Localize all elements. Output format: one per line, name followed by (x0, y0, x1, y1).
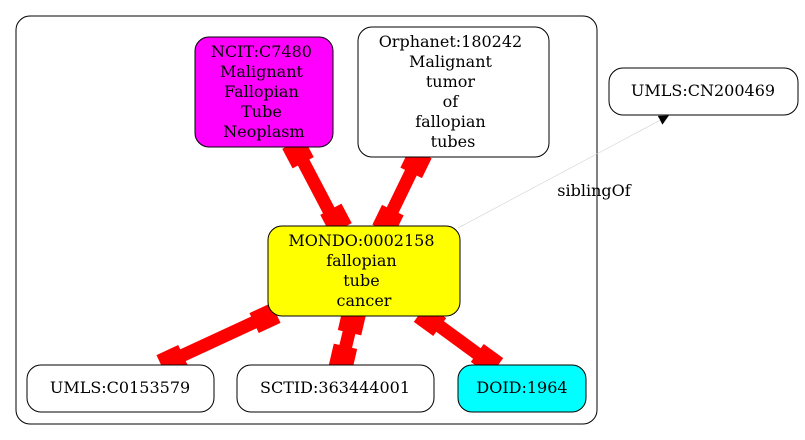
edge-label-sibling-of: siblingOf (557, 181, 631, 200)
node-orphanet-line: Malignant (409, 52, 493, 71)
node-orphanet-line: fallopian (415, 112, 486, 131)
node-ncit-line: NCIT:C7480 (211, 42, 312, 61)
node-ncit-line: Neoplasm (223, 122, 304, 141)
node-orphanet-line: tubes (431, 132, 476, 151)
node-umls-cn200469-label: UMLS:CN200469 (631, 81, 775, 100)
node-mondo-line: cancer (337, 291, 392, 310)
cap-sctid-bottom (328, 343, 358, 371)
edge-sibling-of (457, 115, 669, 229)
node-umls-c0153579-label: UMLS:C0153579 (50, 378, 190, 397)
svg-text:Orphanet:180242 Malignan: Orphanet:180242 Malignant tumor of fallo… (379, 32, 528, 151)
node-ncit-line: Malignant (220, 62, 304, 81)
node-ncit-line: Fallopian (224, 82, 299, 101)
svg-text:MONDO:0002158 fallopian: MONDO:0002158 fallopian tube cancer (288, 231, 439, 310)
cluster-frame (15, 15, 598, 425)
node-mondo[interactable]: MONDO:0002158 fallopian tube cancer (267, 225, 461, 317)
svg-text:NCIT:C7480 Malignant: NCIT:C7480 Malignant Fallopian Tube Neop… (211, 42, 317, 141)
node-umls-c0153579[interactable]: UMLS:C0153579 (26, 364, 215, 413)
node-mondo-line: MONDO:0002158 (288, 231, 434, 250)
node-mondo-line: tube (343, 271, 379, 290)
node-orphanet-line: of (443, 92, 460, 111)
node-ncit-line: Tube (241, 102, 282, 121)
node-ncit[interactable]: NCIT:C7480 Malignant Fallopian Tube Neop… (194, 36, 334, 148)
node-sctid[interactable]: SCTID:363444001 (236, 364, 435, 413)
node-orphanet[interactable]: Orphanet:180242 Malignant tumor of fallo… (357, 26, 550, 158)
node-orphanet-line: tumor (426, 72, 476, 91)
node-sctid-label: SCTID:363444001 (260, 378, 410, 397)
node-orphanet-line: Orphanet:180242 (379, 32, 523, 51)
node-doid-label: DOID:1964 (476, 378, 567, 397)
node-umls-cn200469[interactable]: UMLS:CN200469 (608, 67, 799, 116)
node-mondo-line: fallopian (326, 251, 397, 270)
node-doid[interactable]: DOID:1964 (457, 364, 587, 413)
